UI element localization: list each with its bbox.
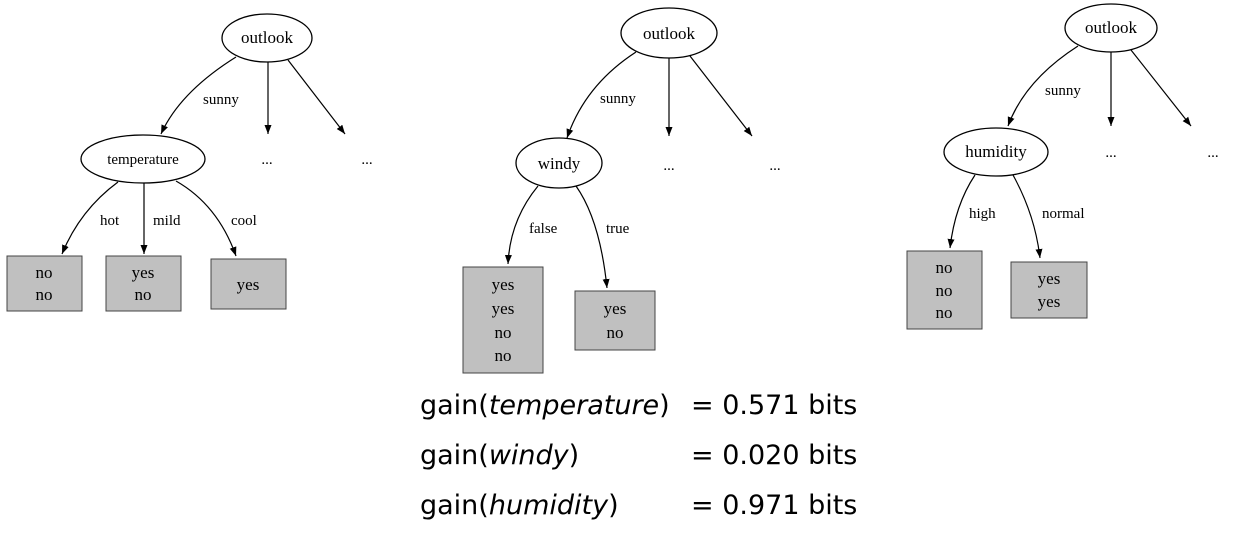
leaf-normal-line-1: yes	[1038, 269, 1061, 288]
gain-label: gain(windy)	[420, 440, 579, 471]
elided-node-2: ...	[769, 158, 780, 174]
leaf-cool-line-1: yes	[237, 275, 260, 294]
node-label-temperature: temperature	[107, 152, 179, 168]
edge-label-hot: hot	[100, 213, 120, 229]
leaf-normal	[1010, 261, 1088, 319]
edge-sunny	[1007, 45, 1079, 127]
gain-attribute: windy	[488, 440, 569, 471]
gain-prefix: gain(	[420, 490, 489, 521]
tree-temperature: outlook sunny temperature ... ... hot mi…	[6, 13, 373, 312]
edge-true	[575, 185, 610, 289]
tree-humidity: outlook sunny humidity ... ... high norm…	[906, 3, 1219, 330]
edge-elided-right	[1130, 49, 1192, 127]
edge-false	[504, 185, 539, 265]
root-node-outlook	[221, 13, 313, 63]
elided-node-1: ...	[1105, 145, 1116, 161]
leaf-false-line-3: no	[495, 323, 512, 342]
gain-prefix: gain(	[420, 390, 489, 421]
branch-label-sunny: sunny	[1045, 83, 1081, 99]
leaf-hot	[6, 255, 83, 312]
gain-value: = 0.571 bits	[691, 390, 858, 421]
leaf-false-line-1: yes	[492, 275, 515, 294]
elided-node-2: ...	[361, 152, 372, 168]
edge-label-normal: normal	[1042, 206, 1085, 222]
tree-windy: outlook sunny windy ... ... false true y…	[462, 7, 781, 374]
node-temperature	[80, 134, 206, 184]
branch-label-sunny: sunny	[600, 91, 636, 107]
edge-sunny	[566, 51, 637, 139]
gain-attribute: temperature	[488, 390, 660, 421]
gain-attribute: humidity	[488, 490, 609, 521]
elided-node-1: ...	[261, 152, 272, 168]
leaf-false-line-2: yes	[492, 299, 515, 318]
gain-value: = 0.020 bits	[691, 440, 858, 471]
leaf-hot-line-1: no	[36, 263, 53, 282]
leaf-mild	[105, 255, 182, 312]
gain-label: gain(temperature)	[420, 390, 670, 421]
gain-suffix: )	[659, 390, 670, 421]
edge-elided-right	[287, 59, 346, 135]
node-label-humidity: humidity	[965, 142, 1027, 161]
gain-prefix: gain(	[420, 440, 489, 471]
gain-suffix: )	[608, 490, 619, 521]
edge-normal	[1012, 174, 1043, 259]
edge-sunny	[160, 56, 237, 135]
root-node-label: outlook	[1085, 18, 1137, 37]
node-humidity	[943, 127, 1049, 177]
edge-elided-right	[689, 55, 753, 137]
leaf-mild-line-2: no	[135, 285, 152, 304]
edge-label-true: true	[606, 221, 630, 237]
node-label-windy: windy	[538, 154, 581, 173]
leaf-false-line-4: no	[495, 346, 512, 365]
leaf-true	[574, 290, 656, 351]
leaf-normal-line-2: yes	[1038, 292, 1061, 311]
leaf-high-line-3: no	[936, 303, 953, 322]
leaf-high-line-2: no	[936, 281, 953, 300]
leaf-high-line-1: no	[936, 258, 953, 277]
leaf-mild-line-1: yes	[132, 263, 155, 282]
elided-node-1: ...	[663, 158, 674, 174]
root-node-label: outlook	[241, 28, 293, 47]
leaf-true-line-2: no	[607, 323, 624, 342]
node-windy	[515, 137, 603, 189]
leaf-false	[462, 266, 544, 374]
gain-label: gain(humidity)	[420, 490, 619, 521]
leaf-high	[906, 250, 983, 330]
edge-high	[947, 174, 976, 249]
edge-label-high: high	[969, 206, 996, 222]
edge-hot	[61, 181, 119, 255]
root-node-label: outlook	[643, 24, 695, 43]
edge-label-false: false	[529, 221, 558, 237]
edge-cool	[175, 180, 237, 257]
edge-label-cool: cool	[231, 213, 257, 229]
leaf-true-line-1: yes	[604, 299, 627, 318]
edge-label-mild: mild	[153, 213, 181, 229]
leaf-hot-line-2: no	[36, 285, 53, 304]
gain-suffix: )	[568, 440, 580, 471]
gain-value: = 0.971 bits	[691, 490, 858, 521]
branch-label-sunny: sunny	[203, 92, 239, 108]
elided-node-2: ...	[1207, 145, 1218, 161]
leaf-cool	[210, 258, 287, 310]
